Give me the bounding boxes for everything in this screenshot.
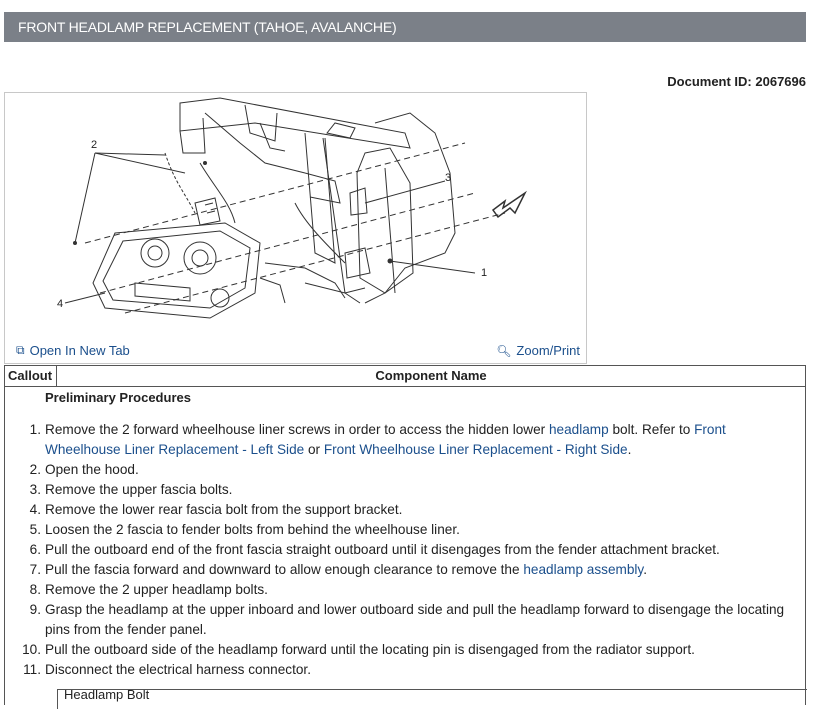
page-title: FRONT HEADLAMP REPLACEMENT (TAHOE, AVALA… — [18, 19, 397, 35]
procedure-steps-list: 1. Remove the 2 forward wheelhouse liner … — [22, 420, 785, 680]
step-number: 1. — [29, 422, 41, 437]
open-new-tab-link[interactable]: ⧉ Open In New Tab — [16, 343, 130, 358]
component-name-partial: Headlamp Bolt — [64, 689, 150, 702]
step-text: . — [643, 562, 647, 577]
zoom-print-link[interactable]: 🔍︎ Zoom/Print — [496, 343, 580, 358]
step-number: 2. — [29, 462, 41, 477]
procedure-step: 6. Pull the outboard end of the front fas… — [30, 540, 785, 560]
step-number: 4. — [29, 502, 41, 517]
table-header-row: Callout Component Name — [5, 366, 805, 387]
procedure-step: 5. Loosen the 2 fascia to fender bolts fr… — [30, 520, 785, 540]
procedure-step: 4. Remove the lower rear fascia bolt from… — [30, 500, 785, 520]
step-text: Loosen the 2 fascia to fender bolts from… — [45, 522, 460, 537]
step-number: 10. — [22, 642, 41, 657]
step-text: Pull the fascia forward and downward to … — [45, 562, 524, 577]
step-text: Remove the 2 forward wheelhouse liner sc… — [45, 422, 549, 437]
column-header-callout: Callout — [5, 366, 57, 386]
step-number: 7. — [29, 562, 41, 577]
headlamp-illustration[interactable]: 1 2 3 4 — [5, 93, 586, 338]
step-number: 8. — [29, 582, 41, 597]
step-text: Remove the lower rear fascia bolt from t… — [45, 502, 403, 517]
preliminary-procedures-heading: Preliminary Procedures — [45, 390, 191, 405]
step-text: Disconnect the electrical harness connec… — [45, 662, 311, 677]
step-number: 11. — [23, 662, 41, 677]
illustration-panel: 1 2 3 4 ⧉ Open In New Tab 🔍︎ Zoom/Print — [4, 92, 587, 364]
reference-link[interactable]: Front Wheelhouse Liner Replacement - Rig… — [323, 442, 628, 457]
procedure-table: Callout Component Name Preliminary Proce… — [4, 365, 807, 709]
procedure-step: 10. Pull the outboard side of the headlam… — [22, 640, 785, 660]
callout-2: 2 — [91, 139, 97, 151]
step-text: bolt. Refer to — [608, 422, 695, 437]
step-number: 6. — [29, 542, 41, 557]
step-number: 3. — [29, 482, 41, 497]
column-header-component: Component Name — [375, 368, 487, 383]
open-window-icon: ⧉ — [16, 343, 25, 357]
procedure-step: 1. Remove the 2 forward wheelhouse liner … — [30, 420, 785, 460]
page-title-bar: FRONT HEADLAMP REPLACEMENT (TAHOE, AVALA… — [4, 12, 806, 42]
procedure-step: 9. Grasp the headlamp at the upper inboar… — [30, 600, 785, 640]
procedure-step: 2. Open the hood. — [30, 460, 785, 480]
zoom-print-label: Zoom/Print — [516, 343, 580, 358]
reference-link[interactable]: headlamp — [548, 422, 609, 437]
step-number: 9. — [29, 602, 41, 617]
document-id: Document ID: 2067696 — [667, 74, 806, 89]
callout-3: 3 — [445, 172, 451, 184]
step-number: 5. — [29, 522, 41, 537]
step-text: Grasp the headlamp at the upper inboard … — [45, 602, 785, 637]
step-text: or — [304, 442, 324, 457]
callout-1: 1 — [481, 267, 487, 279]
table-row: Headlamp Bolt — [57, 689, 807, 709]
open-new-tab-label: Open In New Tab — [29, 343, 130, 358]
reference-link[interactable]: Front Wheelhouse Liner Replacement - Lef… — [45, 422, 726, 457]
step-text: . — [627, 442, 632, 457]
step-text: Remove the 2 upper headlamp bolts. — [45, 582, 268, 597]
callout-4: 4 — [57, 298, 63, 310]
procedure-step: 11. Disconnect the electrical harness con… — [23, 660, 785, 680]
procedure-step: 7. Pull the fascia forward and downward t… — [30, 560, 785, 580]
reference-link[interactable]: headlamp assembly — [523, 562, 644, 577]
step-text: Pull the outboard end of the front fasci… — [45, 542, 720, 557]
procedure-step: 8. Remove the 2 upper headlamp bolts. — [30, 580, 785, 600]
step-text: Remove the upper fascia bolts. — [45, 482, 233, 497]
step-text: Pull the outboard side of the headlamp f… — [45, 642, 695, 657]
step-text: Open the hood. — [45, 462, 139, 477]
procedure-step: 3. Remove the upper fascia bolts. — [30, 480, 785, 500]
zoom-magnifier-icon: 🔍︎ — [496, 343, 512, 358]
